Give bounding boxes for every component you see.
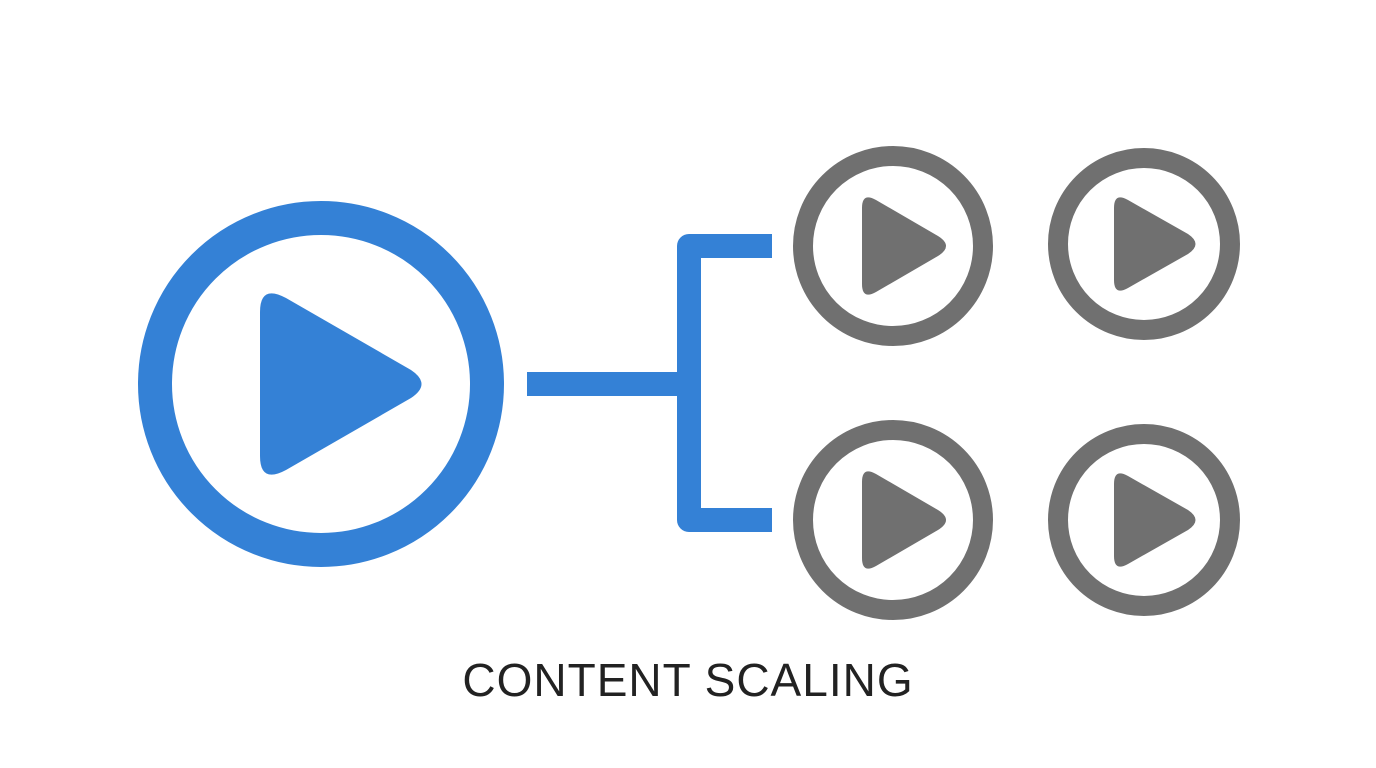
source-play-triangle	[260, 293, 422, 475]
diagram-caption: CONTENT SCALING	[462, 654, 914, 706]
derived-play-icon-top-right	[1048, 148, 1240, 340]
derived-play-triangle	[862, 471, 946, 569]
connector-stem	[527, 372, 687, 396]
derived-play-icon-bottom-right	[1048, 424, 1240, 616]
derived-play-ring	[1048, 148, 1240, 340]
derived-play-ring	[1048, 424, 1240, 616]
source-play-ring	[138, 201, 504, 567]
derived-play-triangle	[862, 197, 946, 295]
derived-play-icon-bottom-left	[793, 420, 993, 620]
derived-play-triangle	[1114, 473, 1196, 567]
derived-play-icon-top-left	[793, 146, 993, 346]
connector-bracket	[677, 234, 772, 532]
derived-play-ring	[793, 420, 993, 620]
derived-play-triangle	[1114, 197, 1196, 291]
derived-play-ring	[793, 146, 993, 346]
branch-connector	[527, 234, 772, 532]
source-play-icon	[138, 201, 504, 567]
